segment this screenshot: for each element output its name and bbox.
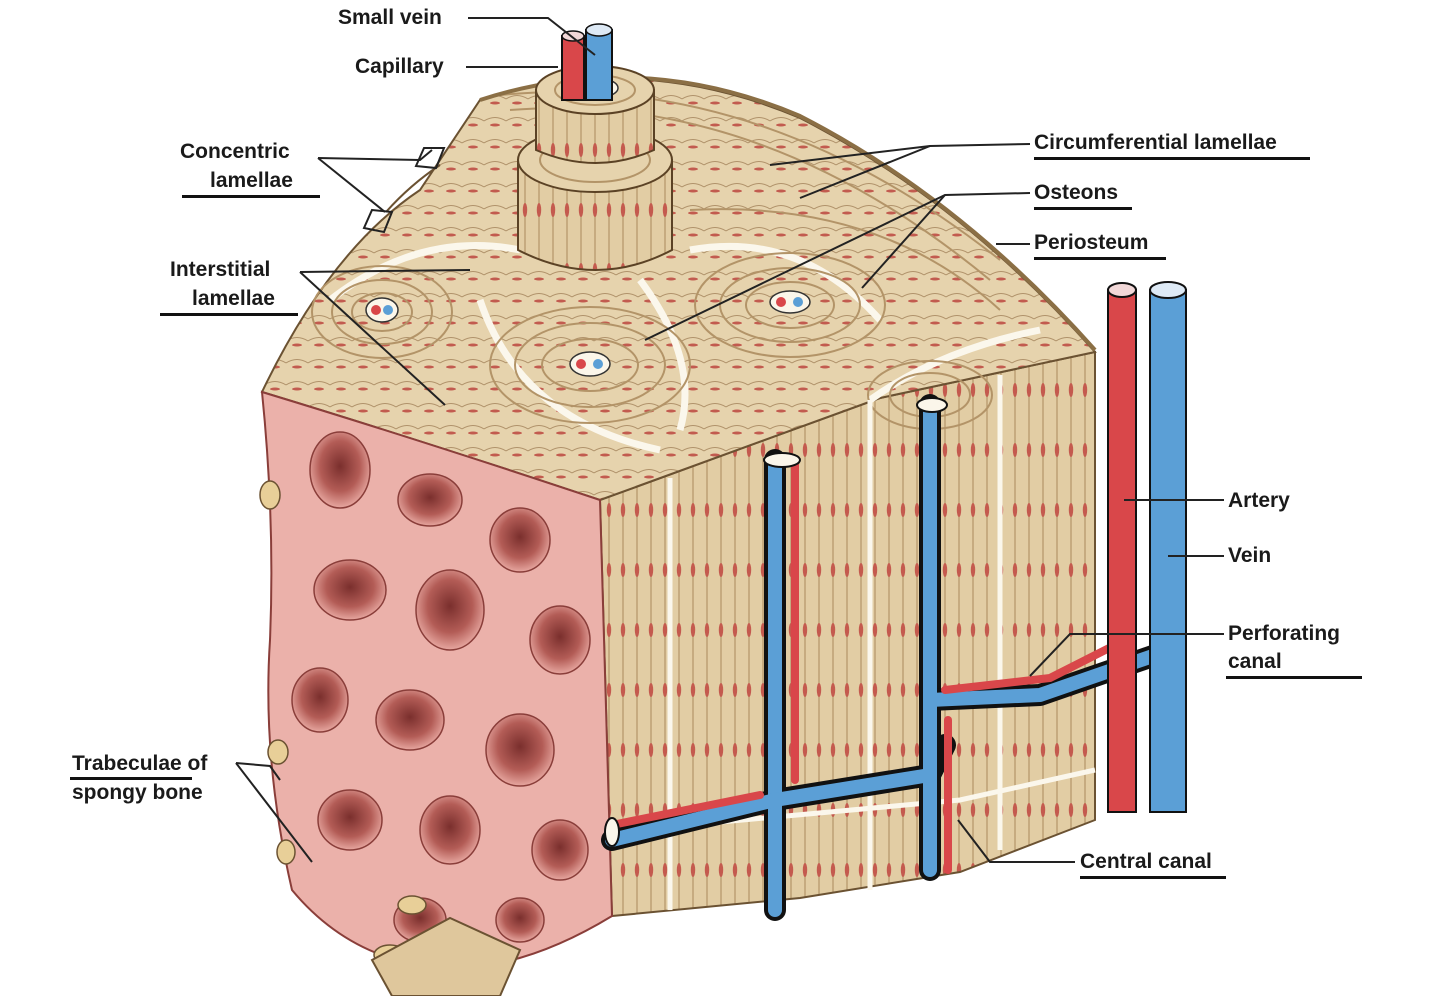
- label-capillary: Capillary: [355, 55, 444, 78]
- osteon: [489, 306, 691, 424]
- capillary-vessel: [561, 35, 585, 101]
- underline-interstitial-lamellae: [160, 313, 298, 316]
- label-small-vein: Small vein: [338, 6, 442, 29]
- label-circumferential-lamellae: Circumferential lamellae: [1034, 131, 1277, 154]
- trabecular-fragment: [370, 916, 522, 996]
- label-artery: Artery: [1228, 489, 1290, 512]
- underline-osteons: [1034, 207, 1132, 210]
- label-trabeculae-line1: Trabeculae of: [72, 752, 208, 775]
- label-perforating-canal-line1: Perforating: [1228, 622, 1341, 645]
- top-vessels: [561, 23, 613, 101]
- label-osteons: Osteons: [1034, 181, 1119, 204]
- label-interstitial-lamellae-line1: Interstitial: [170, 258, 271, 281]
- perforating-canal-artery: [941, 636, 1129, 694]
- label-concentric-lamellae-line2: lamellae: [210, 169, 293, 192]
- spongy-bone: [259, 390, 614, 996]
- label-trabeculae-line2: spongy bone: [72, 781, 203, 804]
- label-interstitial-lamellae-line2: lamellae: [192, 287, 275, 310]
- label-central-canal: Central canal: [1080, 850, 1212, 873]
- vein-vessel: [1149, 289, 1187, 813]
- osteon: [311, 265, 453, 359]
- underline-periosteum: [1034, 257, 1166, 260]
- osteon: [694, 252, 886, 358]
- protruding-osteon: [517, 65, 673, 271]
- label-vein: Vein: [1228, 544, 1272, 567]
- leader-lines: [235, 17, 1224, 863]
- underline-central-canal: [1080, 876, 1226, 879]
- underline-circumferential-lamellae: [1034, 157, 1310, 160]
- label-periosteum: Periosteum: [1034, 231, 1149, 254]
- label-perforating-canal-line2: canal: [1228, 650, 1282, 673]
- external-vessels: [1107, 281, 1187, 813]
- underline-trabeculae: [70, 777, 192, 780]
- underline-perforating-canal: [1226, 676, 1362, 679]
- small-vein-vessel: [585, 29, 613, 101]
- artery-vessel: [1107, 289, 1137, 813]
- label-concentric-lamellae-line1: Concentric: [180, 140, 290, 163]
- underline-concentric-lamellae: [182, 195, 320, 198]
